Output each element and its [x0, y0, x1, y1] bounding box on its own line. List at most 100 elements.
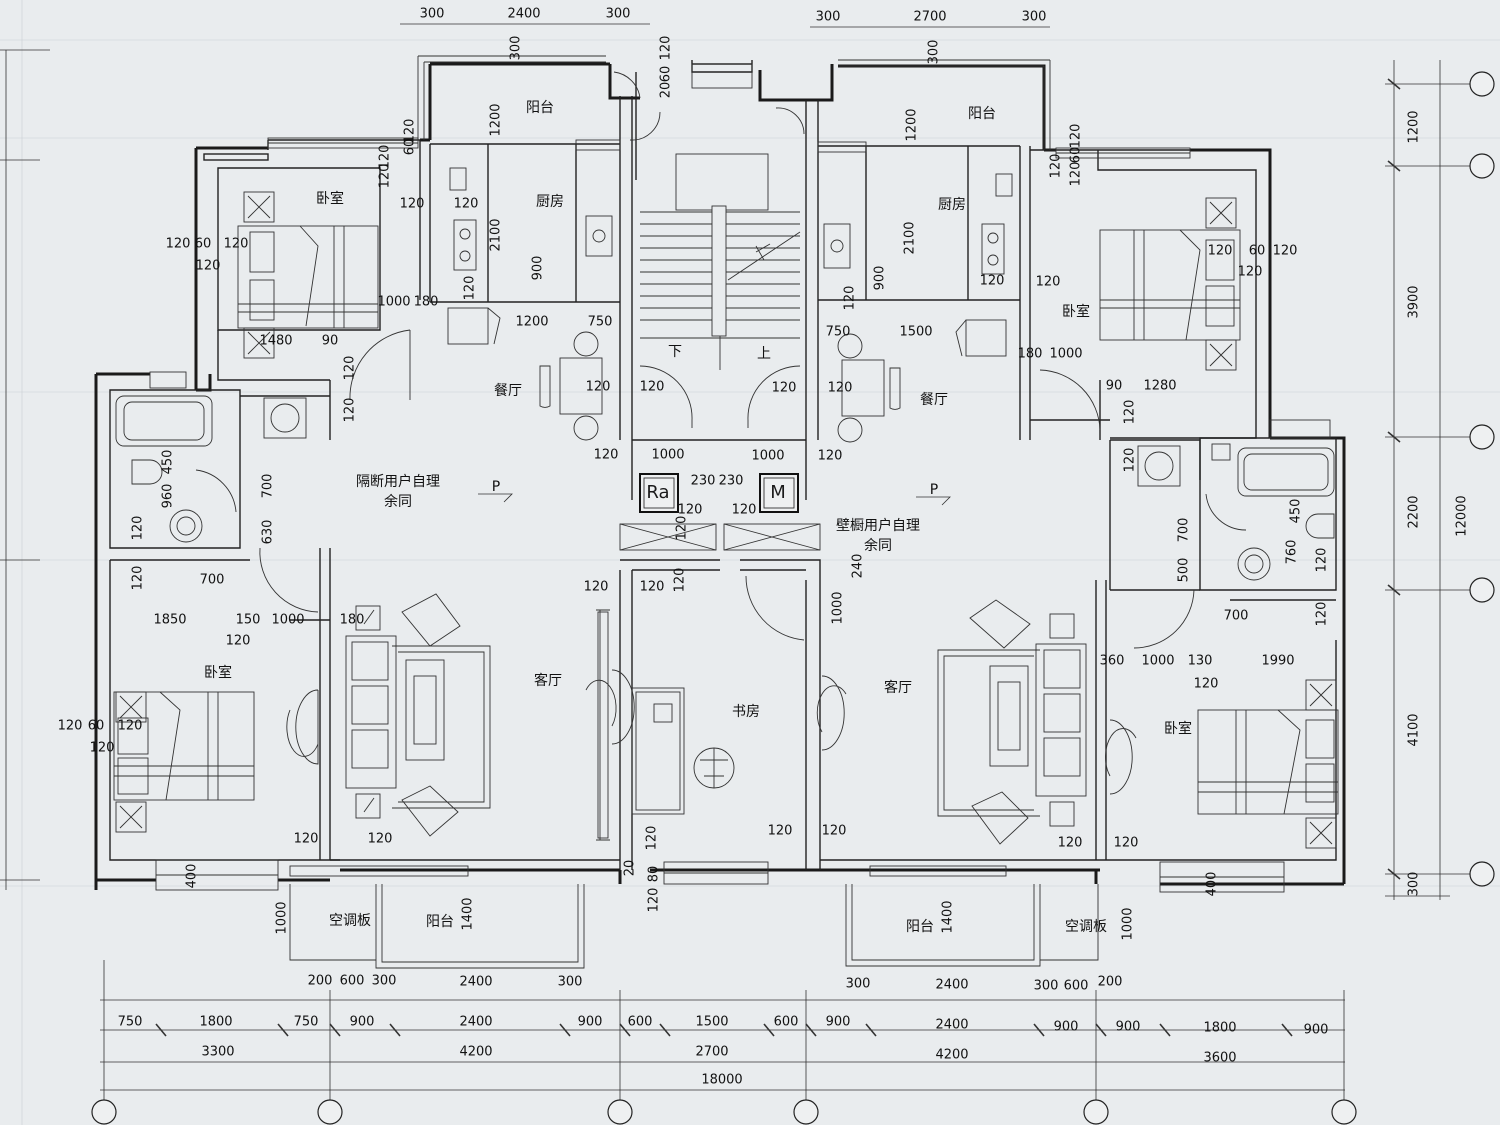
- dimension-label: 300: [372, 974, 397, 989]
- dimension-label: 1800: [199, 1015, 232, 1030]
- room-label: 厨房: [938, 197, 966, 213]
- dimension-label: 12000: [1455, 495, 1470, 536]
- annotation-note: 隔断用户自理: [356, 473, 440, 490]
- room-label: 卧室: [316, 190, 344, 207]
- dimension-label: 120: [343, 356, 358, 381]
- dimension-label: 700: [200, 573, 225, 588]
- dimension-label: 2100: [489, 218, 504, 251]
- dimension-label: 700: [261, 474, 276, 499]
- dimension-label: 120: [1036, 275, 1061, 290]
- dimension-label: 1400: [461, 897, 476, 930]
- dimension-label: 120: [822, 824, 847, 839]
- dimension-label: 450: [161, 450, 176, 475]
- dimension-label: 120: [675, 516, 690, 541]
- dimension-label: 60: [1069, 147, 1084, 164]
- annotation-note: 余同: [864, 537, 892, 554]
- dimension-label: 120: [224, 237, 249, 252]
- dimension-label: 120: [403, 119, 418, 144]
- dimension-label: 20: [659, 82, 674, 99]
- balconies: [289, 55, 1099, 969]
- stair-arrows: [478, 493, 951, 506]
- dimension-label: 1200: [1407, 110, 1422, 143]
- dimension-label: 120: [645, 826, 660, 851]
- dimension-label: 180: [340, 613, 365, 628]
- dimension-label: 1000: [1141, 654, 1174, 669]
- dimension-label: 180: [414, 295, 439, 310]
- dimension-label: 120: [640, 580, 665, 595]
- dimension-label: 120: [131, 566, 146, 591]
- dimension-label: 120: [463, 276, 478, 301]
- dimension-label: 300: [1034, 979, 1059, 994]
- dimension-label: 900: [1116, 1020, 1141, 1035]
- dimension-label: 120: [980, 274, 1005, 289]
- dimension-label: 300: [420, 7, 445, 22]
- dimension-label: 120: [1208, 244, 1233, 259]
- dimension-label: 1000: [275, 901, 290, 934]
- text-layer: 阳台阳台卧室厨房厨房卧室餐厅餐厅下上卧室客厅客厅书房卧室空调板阳台阳台空调板隔断…: [58, 7, 1470, 1088]
- dimension-label: 200: [308, 974, 333, 989]
- dimension-label: 120: [818, 449, 843, 464]
- dimension-label: 230: [719, 474, 744, 489]
- stair-mark-label: P: [930, 482, 938, 498]
- dimension-label: 400: [185, 864, 200, 889]
- dimension-label: 2700: [695, 1045, 728, 1060]
- dimension-label: 120: [1114, 836, 1139, 851]
- dimension-label: 600: [1064, 979, 1089, 994]
- dimension-label: 120: [400, 197, 425, 212]
- dimension-label: 60: [1249, 244, 1266, 259]
- dimension-label: 1480: [259, 334, 292, 349]
- dimension-label: 120: [647, 888, 662, 913]
- dimension-label: 2100: [903, 221, 918, 254]
- dimension-label: 2400: [459, 1015, 492, 1030]
- dimension-label: 300: [846, 977, 871, 992]
- dimension-label: 120: [1315, 548, 1330, 573]
- dimension-label: 120: [1069, 162, 1084, 187]
- dimension-label: 960: [161, 484, 176, 509]
- dimension-label: 3600: [1203, 1051, 1236, 1066]
- room-label: 厨房: [536, 194, 564, 210]
- dimension-label: 900: [578, 1015, 603, 1030]
- dimension-label: 230: [691, 474, 716, 489]
- dimension-label: 60: [88, 719, 105, 734]
- dimension-label: 900: [1054, 1020, 1079, 1035]
- dimension-label: 1280: [1143, 379, 1176, 394]
- dimension-label: 120: [673, 568, 688, 593]
- dimension-label: 120: [586, 380, 611, 395]
- dimension-label: 120: [454, 197, 479, 212]
- room-label: 上: [757, 346, 771, 362]
- dimension-label: 750: [294, 1015, 319, 1030]
- dimension-label: 120: [1123, 400, 1138, 425]
- dimension-label: 1000: [751, 449, 784, 464]
- dimension-label: 120: [1194, 677, 1219, 692]
- dimension-label: 120: [1273, 244, 1298, 259]
- dimension-label: 300: [816, 10, 841, 25]
- room-label: 卧室: [204, 664, 232, 681]
- dimension-label: 450: [1289, 499, 1304, 524]
- room-label: 餐厅: [920, 392, 948, 408]
- dimension-label: 120: [166, 237, 191, 252]
- dimension-label: 120: [368, 832, 393, 847]
- dimension-label: 18000: [701, 1073, 742, 1088]
- dimension-label: 400: [1205, 872, 1220, 897]
- dimension-label: 900: [873, 266, 888, 291]
- dimension-label: 120: [118, 719, 143, 734]
- dimension-label: 900: [531, 256, 546, 281]
- dimension-label: 900: [350, 1015, 375, 1030]
- dimension-label: 2400: [935, 978, 968, 993]
- dimension-label: 300: [606, 7, 631, 22]
- dimension-label: 600: [340, 974, 365, 989]
- dimension-label: 80: [647, 866, 662, 883]
- dimension-label: 120: [1058, 836, 1083, 851]
- room-label: 阳台: [906, 919, 934, 935]
- dimension-label: 20: [623, 860, 638, 877]
- meter-label: M: [770, 482, 786, 503]
- meter-label: Ra: [646, 482, 669, 503]
- dimension-label: 600: [774, 1015, 799, 1030]
- dimension-label: 60: [659, 66, 674, 83]
- dimension-label: 300: [927, 40, 942, 65]
- dimension-label: 120: [378, 164, 393, 189]
- dimension-label: 150: [236, 613, 261, 628]
- dimension-label: 120: [343, 398, 358, 423]
